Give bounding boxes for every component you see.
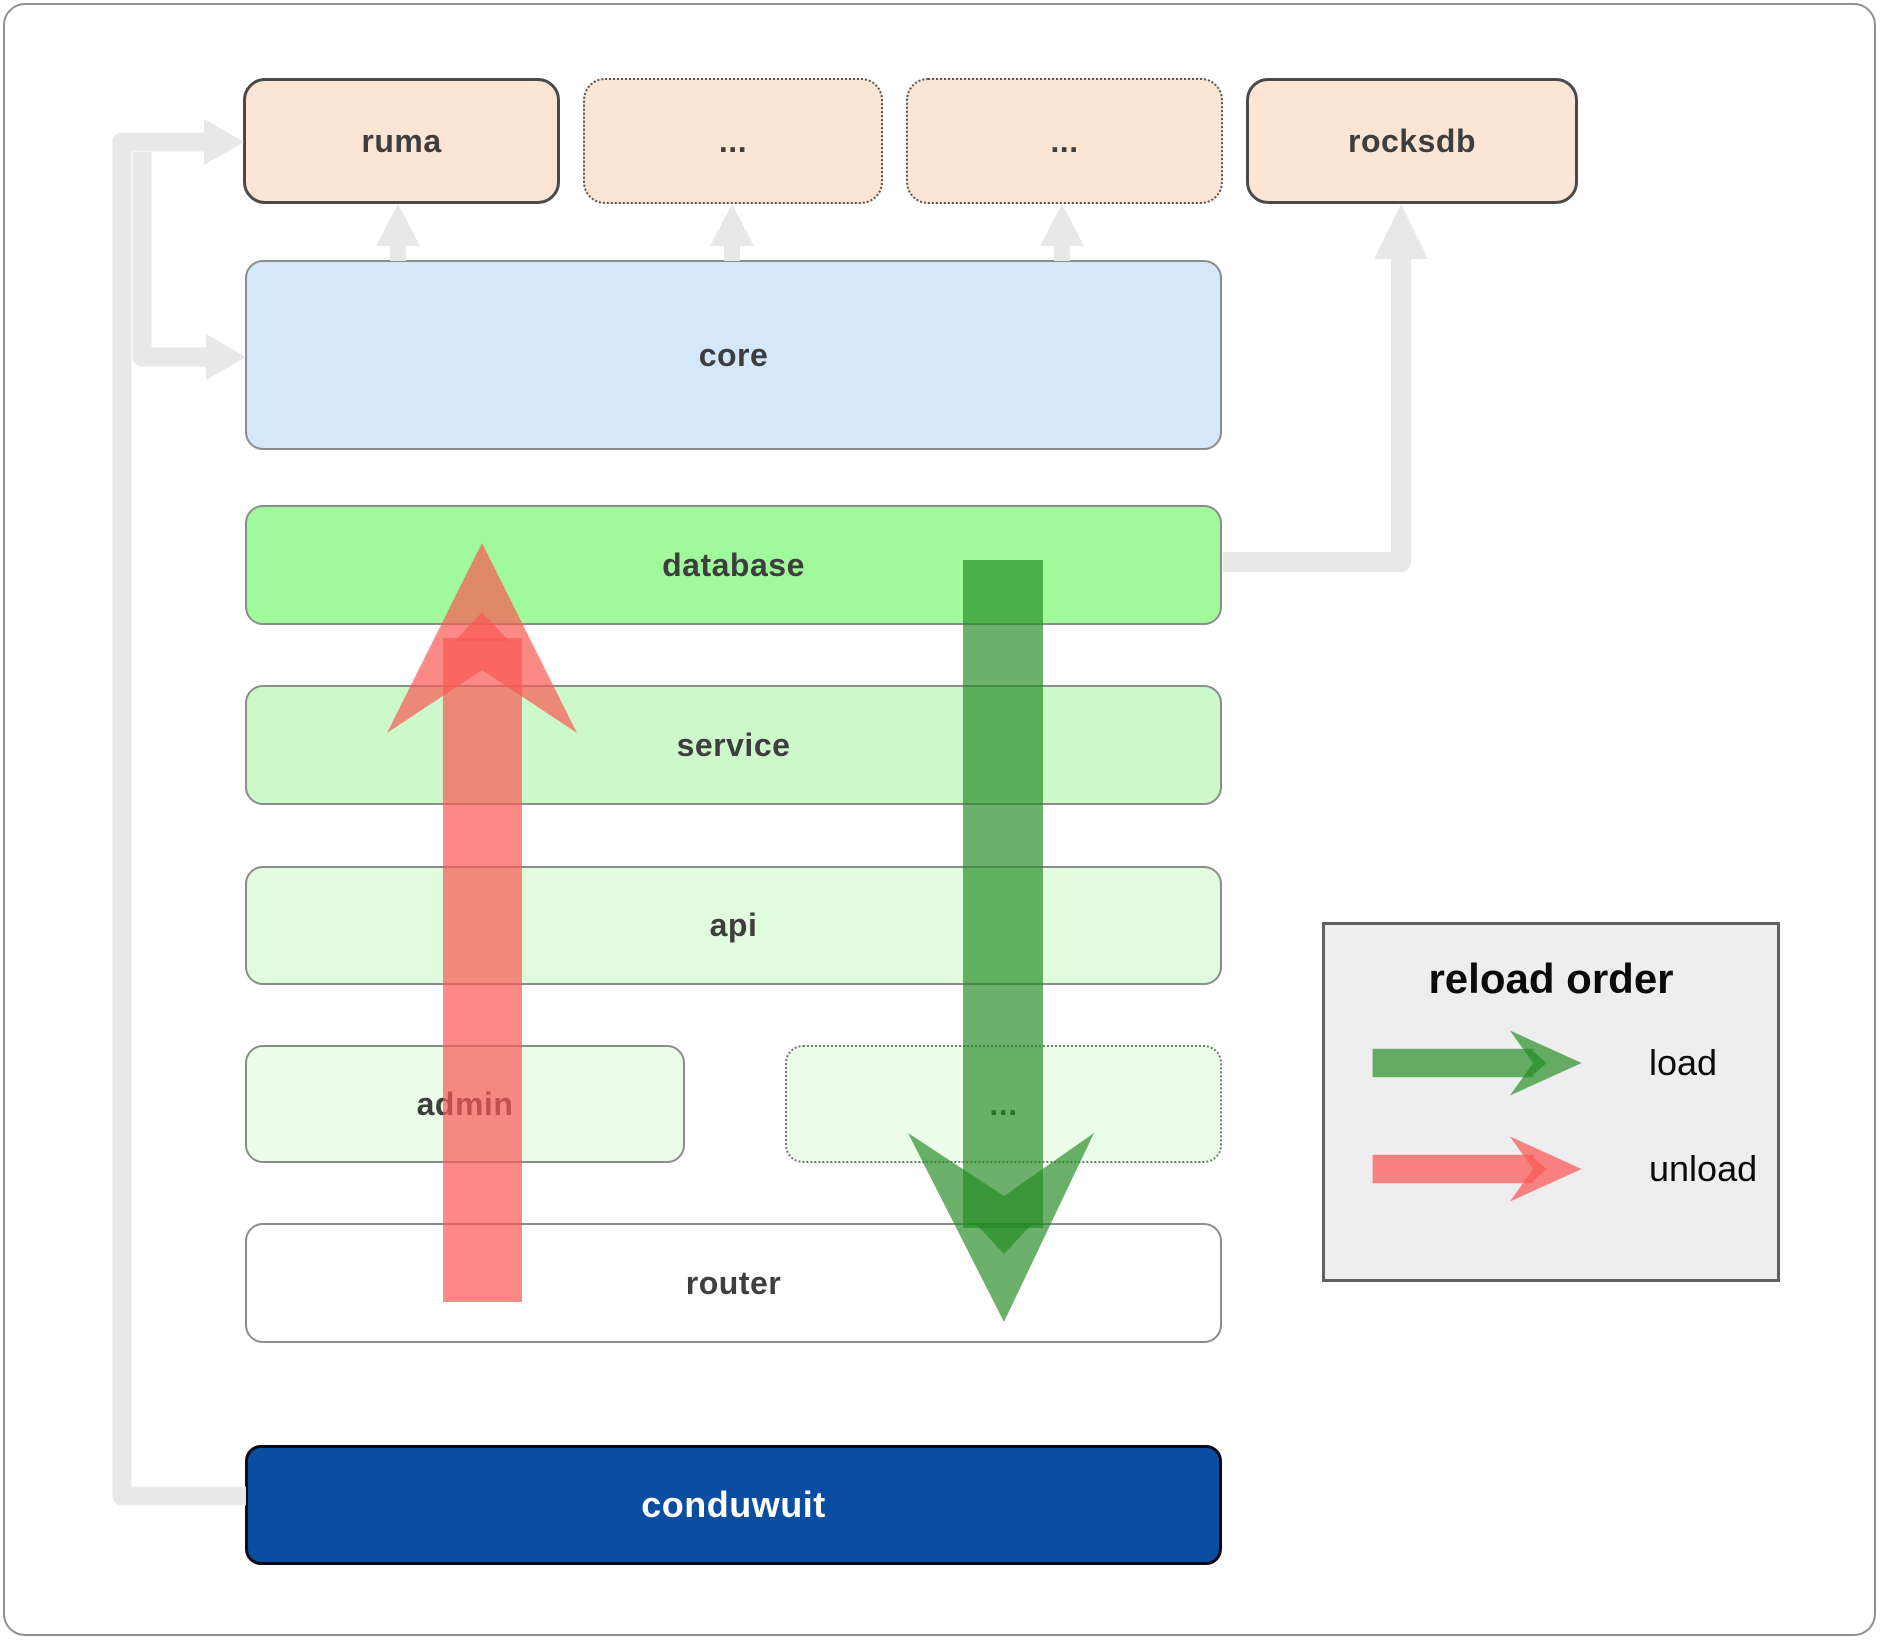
box-ruma: ruma [243, 78, 560, 204]
box-admin: admin [245, 1045, 685, 1163]
box-api: api [245, 866, 1222, 985]
legend-reload-order: reload order load unload [1322, 922, 1780, 1282]
box-service: service [245, 685, 1222, 805]
box-core-label: core [698, 336, 769, 373]
legend-unload-label: unload [1649, 1148, 1758, 1189]
box-dependency-more-1-label: ... [718, 122, 748, 159]
legend-item-unload: unload [1343, 1123, 1777, 1215]
box-rocksdb-label: rocksdb [1348, 122, 1476, 159]
box-router-label: router [685, 1264, 782, 1301]
box-rocksdb: rocksdb [1246, 78, 1578, 204]
box-service-label: service [676, 726, 791, 763]
box-conduwuit: conduwuit [245, 1445, 1222, 1565]
legend-load-label: load [1649, 1042, 1718, 1083]
box-database: database [245, 505, 1222, 625]
box-router: router [245, 1223, 1222, 1343]
box-dependency-more-1: ... [583, 78, 883, 204]
legend-title: reload order [1428, 955, 1674, 1002]
unload-arrow-icon [1372, 1136, 1582, 1202]
box-dependency-more-2-label: ... [1050, 122, 1079, 159]
box-dependency-more-2: ... [906, 78, 1223, 204]
diagram-frame [3, 3, 1876, 1636]
box-crate-more: ... [785, 1045, 1222, 1163]
box-admin-label: admin [416, 1085, 514, 1122]
box-conduwuit-label: conduwuit [641, 1484, 826, 1525]
load-arrow-icon [1372, 1030, 1582, 1096]
box-ruma-label: ruma [361, 122, 442, 159]
box-api-label: api [709, 907, 758, 943]
box-core: core [245, 260, 1222, 450]
legend-item-load: load [1343, 1017, 1777, 1109]
box-crate-more-label: ... [989, 1085, 1018, 1122]
box-database-label: database [662, 546, 805, 583]
